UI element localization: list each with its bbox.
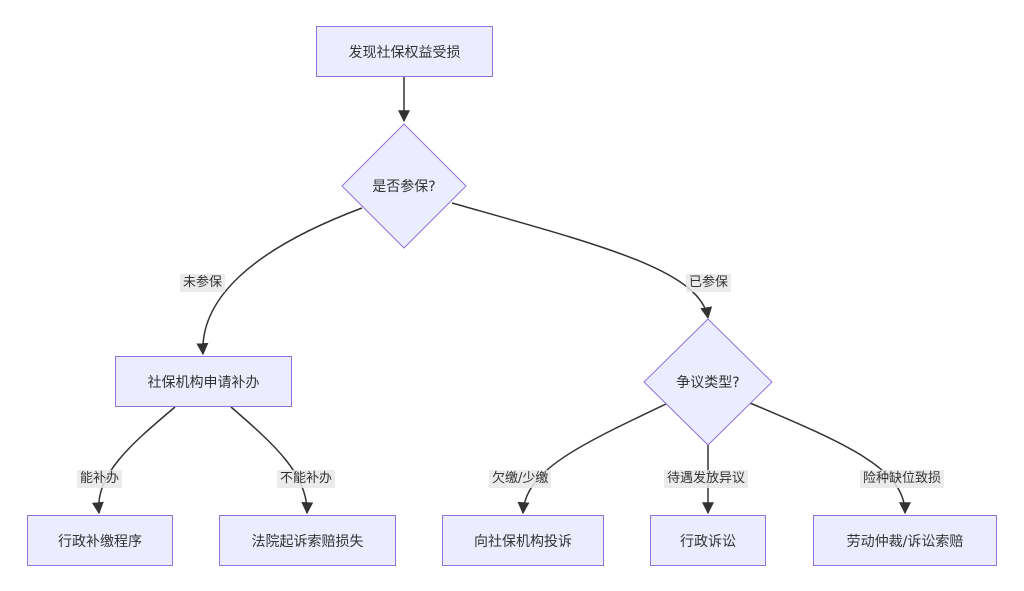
node-labor-arbitration: 劳动仲裁/诉讼索赔 <box>813 515 997 566</box>
decision-dispute-type-diamond <box>643 318 773 446</box>
node-complain-agency: 向社保机构投诉 <box>442 515 604 566</box>
edge-label-insured: 已参保 <box>686 274 732 292</box>
edge-arrears <box>517 402 669 515</box>
edge-insured <box>451 202 713 320</box>
edge-label-benefit-dispute: 待遇发放异议 <box>664 470 749 488</box>
edge-cannot-supplement <box>230 406 314 515</box>
edge-label-can-supplement: 能补办 <box>77 470 123 488</box>
node-admin-litigation: 行政诉讼 <box>650 515 766 566</box>
node-agency-supplement: 社保机构申请补办 <box>115 356 292 407</box>
node-court-suit: 法院起诉索赔损失 <box>219 515 396 566</box>
edge-missing-type <box>749 402 911 515</box>
edge-label-not-insured: 未参保 <box>180 274 226 292</box>
edge-label-missing-type: 险种缺位致损 <box>860 470 945 488</box>
decision-insured-diamond <box>341 123 467 249</box>
decision-insured-label: 是否参保? <box>372 178 435 195</box>
edge-can-supplement <box>91 406 176 515</box>
node-admin-supplement: 行政补缴程序 <box>27 515 173 566</box>
edge-label-arrears: 欠缴/少缴 <box>489 470 552 488</box>
node-start: 发现社保权益受损 <box>316 26 493 77</box>
decision-dispute-type-label: 争议类型? <box>676 375 739 391</box>
edge-not-insured <box>196 207 363 356</box>
edge-label-cannot-supplement: 不能补办 <box>277 470 336 488</box>
